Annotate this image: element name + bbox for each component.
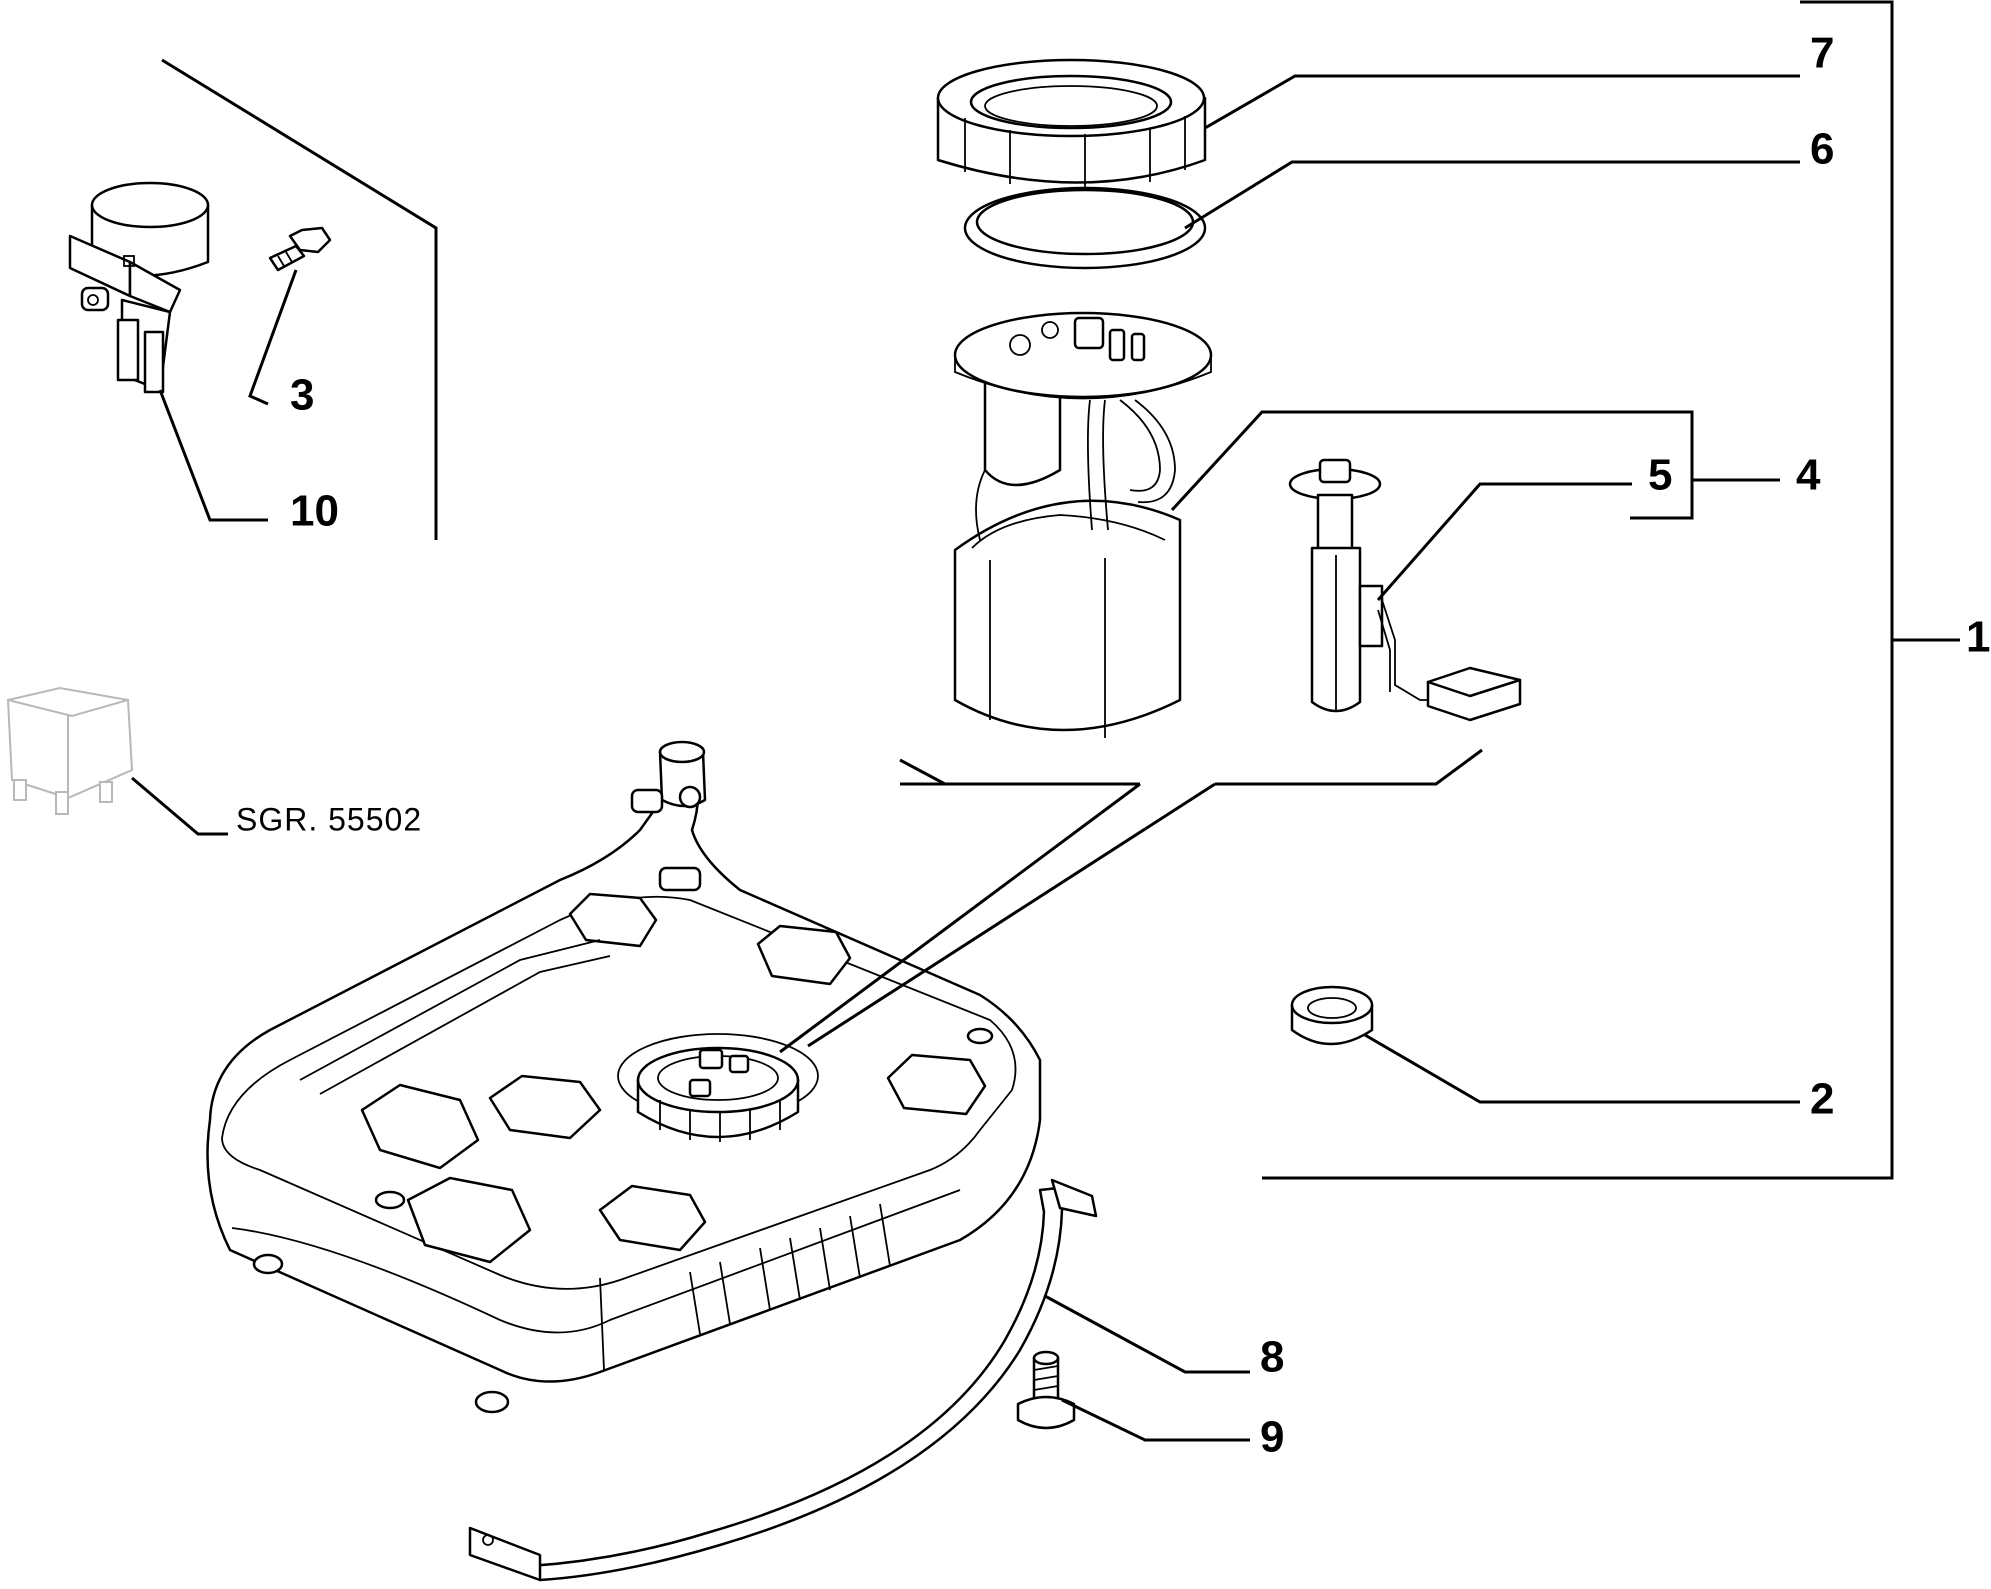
leader-lines bbox=[131, 74, 1800, 1442]
callout-7: 7 bbox=[1810, 29, 1834, 78]
relay-reference-part bbox=[6, 686, 134, 815]
bolt-part bbox=[1016, 1350, 1076, 1430]
lock-ring-part bbox=[936, 58, 1207, 188]
callout-8: 8 bbox=[1260, 1333, 1284, 1382]
grommet-part bbox=[1290, 985, 1374, 1046]
group-bracket-3-10 bbox=[161, 58, 438, 540]
group-bracket-1 bbox=[1262, 0, 1960, 1180]
callout-9: 9 bbox=[1260, 1413, 1284, 1462]
callout-6: 6 bbox=[1810, 125, 1834, 174]
callout-2: 2 bbox=[1810, 1075, 1834, 1124]
fuel-level-sender-part bbox=[1288, 458, 1522, 722]
inertia-switch-part bbox=[68, 181, 210, 394]
screw-part bbox=[268, 226, 332, 272]
tank-strap-part bbox=[468, 1178, 1098, 1582]
callout-3: 3 bbox=[290, 371, 314, 420]
callout-5: 5 bbox=[1648, 451, 1672, 500]
seal-ring-part bbox=[963, 186, 1207, 270]
fuel-tank-part bbox=[206, 740, 1042, 1414]
fuel-pump-module-part bbox=[953, 311, 1213, 738]
group-reference-label: SGR. 55502 bbox=[236, 801, 422, 837]
callout-4: 4 bbox=[1796, 451, 1821, 500]
callout-1: 1 bbox=[1966, 613, 1990, 662]
callout-10: 10 bbox=[290, 487, 339, 536]
